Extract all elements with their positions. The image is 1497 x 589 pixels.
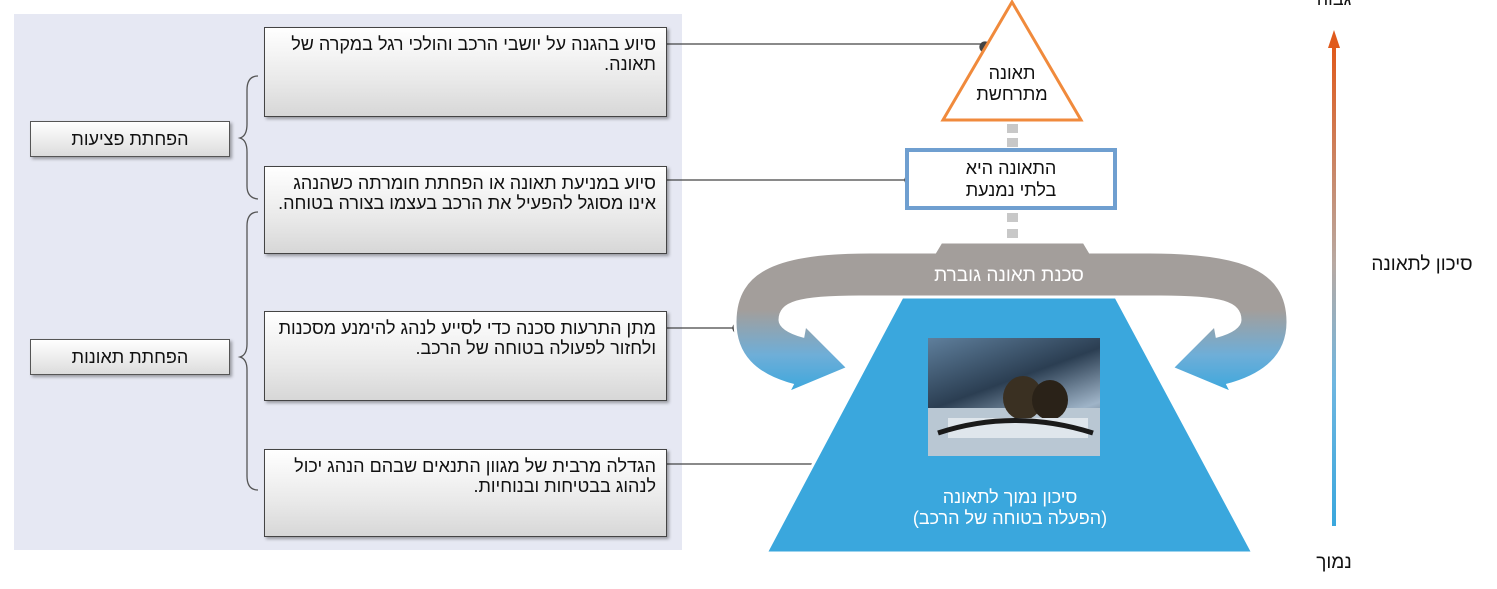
brace-accident xyxy=(237,211,259,491)
dashed-connector xyxy=(1007,124,1018,238)
axis-low-label: נמוך xyxy=(1316,552,1352,573)
risk-arch xyxy=(733,240,1290,396)
triangle-label-1: תאונה xyxy=(988,63,1036,83)
low-risk-label-2: (הפעלה בטוחה של הרכב) xyxy=(912,508,1108,528)
category-accident-reduction: הפחתת תאונות xyxy=(30,339,230,375)
description-2: סיוע במניעת תאונה או הפחתת חומרתה כשהנהג… xyxy=(264,166,667,254)
low-risk-label-1: סיכון נמוך לתאונה xyxy=(942,487,1078,507)
risk-axis-arrowhead xyxy=(1328,30,1340,48)
description-3: מתן התרעות סכנה כדי לסייע לנהג להימנע מס… xyxy=(264,311,667,401)
axis-high-label: גבוה xyxy=(1294,0,1374,10)
accident-triangle xyxy=(940,0,1084,122)
risk-axis-line xyxy=(1332,48,1336,526)
description-1: סיוע בהגנה על יושבי הרכב והולכי רגל במקר… xyxy=(264,27,667,117)
unavoidable-box xyxy=(905,148,1117,210)
axis-title-label: סיכון לתאונה xyxy=(1371,254,1473,275)
category-injury-reduction: הפחתת פציעות xyxy=(30,121,230,157)
unavoidable-label-2: בלתי נמנעת xyxy=(965,180,1057,200)
driving-photo xyxy=(928,338,1100,456)
elevated-risk-label: סכנת תאונה גוברת xyxy=(934,265,1084,286)
triangle-label-2: מתרחשת xyxy=(976,84,1048,104)
description-4: הגדלה מרבית של מגוון התנאים שבהם הנהג יכ… xyxy=(264,449,667,537)
unavoidable-label-1: התאונה היא xyxy=(965,158,1057,178)
brace-injury xyxy=(237,75,259,200)
